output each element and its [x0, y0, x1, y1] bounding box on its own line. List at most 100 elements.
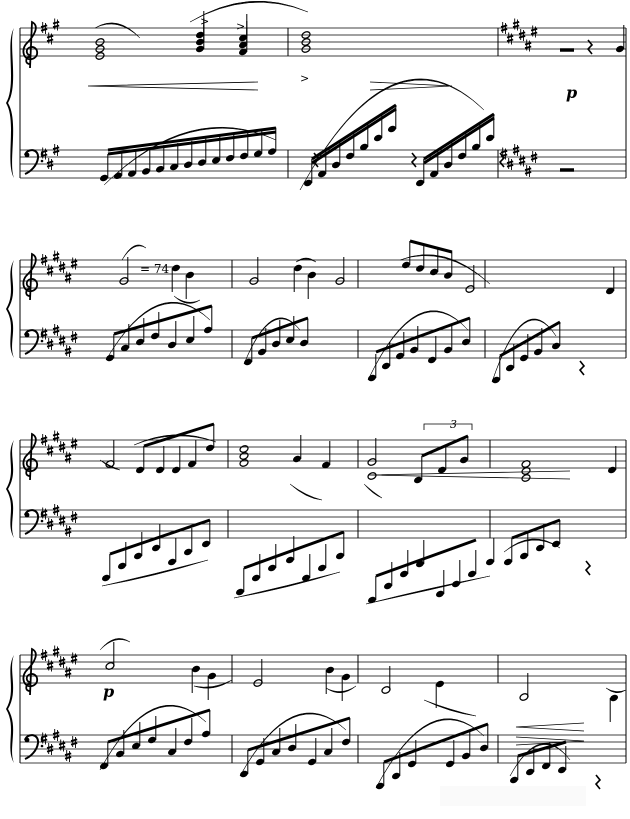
note — [166, 728, 178, 757]
accent-mark: > — [236, 20, 245, 33]
note — [170, 263, 182, 292]
note — [406, 740, 418, 769]
note — [398, 550, 410, 579]
key-signature-sharp — [506, 31, 515, 46]
note — [104, 334, 116, 363]
note — [252, 659, 264, 689]
note — [182, 140, 194, 170]
note — [394, 332, 406, 361]
beam — [243, 530, 345, 570]
decrescendo-hairpin — [369, 81, 453, 91]
note — [154, 145, 166, 174]
note — [608, 693, 620, 722]
note — [104, 440, 116, 470]
quarter-rest — [594, 774, 602, 790]
note — [450, 560, 462, 589]
note — [184, 270, 196, 299]
note — [502, 538, 514, 567]
note — [414, 159, 426, 188]
note — [442, 326, 454, 355]
note — [518, 334, 530, 363]
beam — [107, 708, 211, 744]
note — [118, 257, 130, 287]
crescendo-hairpin — [367, 470, 571, 480]
note — [98, 742, 110, 771]
slur — [121, 244, 147, 261]
beam — [375, 538, 477, 578]
note — [466, 550, 478, 579]
note — [306, 270, 318, 299]
slur — [423, 699, 477, 717]
slur — [491, 318, 557, 383]
beam — [113, 304, 213, 336]
slur — [99, 704, 207, 771]
key-signature-sharp — [70, 651, 79, 666]
note — [414, 540, 426, 569]
dynamic-piano-2: p — [103, 682, 114, 701]
tempo-marking: = 74 — [140, 262, 170, 276]
key-signature-sharp — [52, 17, 61, 32]
quarter-rest — [410, 152, 418, 168]
beam — [409, 239, 453, 254]
note — [614, 25, 626, 54]
bass-staff — [20, 329, 626, 359]
note — [202, 306, 214, 335]
quarter-rest — [578, 360, 586, 376]
key-signature-sharp — [46, 263, 55, 278]
accent-mark: > — [300, 72, 309, 85]
note — [134, 446, 146, 475]
note — [166, 321, 178, 350]
system-3 — [6, 429, 627, 539]
bass-clef — [24, 734, 44, 760]
note — [366, 438, 378, 468]
key-signature-sharp — [518, 153, 527, 168]
key-signature-sharp — [70, 436, 79, 451]
treble-clef — [22, 432, 39, 481]
note — [484, 538, 496, 567]
treble-clef — [22, 252, 39, 301]
key-signature-sharp — [530, 24, 539, 39]
bass-clef — [24, 329, 44, 355]
slur — [509, 743, 571, 777]
note — [292, 263, 304, 292]
slur — [193, 679, 233, 689]
note — [316, 544, 328, 573]
note — [104, 642, 116, 672]
key-signature-sharp — [524, 38, 533, 53]
slur — [289, 483, 323, 501]
beam — [421, 434, 469, 458]
note — [460, 318, 472, 347]
treble-staff — [20, 259, 626, 289]
note — [184, 316, 196, 345]
bass-clef — [24, 149, 44, 175]
slur — [299, 78, 485, 191]
note — [374, 762, 386, 791]
beam — [511, 518, 561, 540]
key-signature-sharp — [52, 429, 61, 444]
note — [194, 25, 206, 54]
slur — [105, 301, 211, 361]
slur — [243, 317, 301, 365]
slur — [503, 538, 561, 553]
note — [250, 554, 262, 583]
slur — [99, 459, 121, 471]
note — [400, 241, 412, 270]
note — [508, 756, 520, 785]
note — [238, 457, 250, 469]
slur — [375, 718, 485, 789]
note — [254, 738, 266, 767]
note — [134, 318, 146, 347]
beam — [311, 107, 397, 165]
system-1 — [6, 17, 627, 179]
decrescendo-hairpin — [515, 736, 585, 746]
bass-clef — [24, 509, 44, 535]
note — [340, 672, 352, 701]
beam — [109, 518, 211, 556]
note — [140, 147, 152, 176]
treble-staff — [20, 654, 626, 684]
beam — [423, 116, 495, 165]
note — [414, 244, 426, 273]
note — [98, 154, 110, 183]
beam — [423, 112, 495, 161]
